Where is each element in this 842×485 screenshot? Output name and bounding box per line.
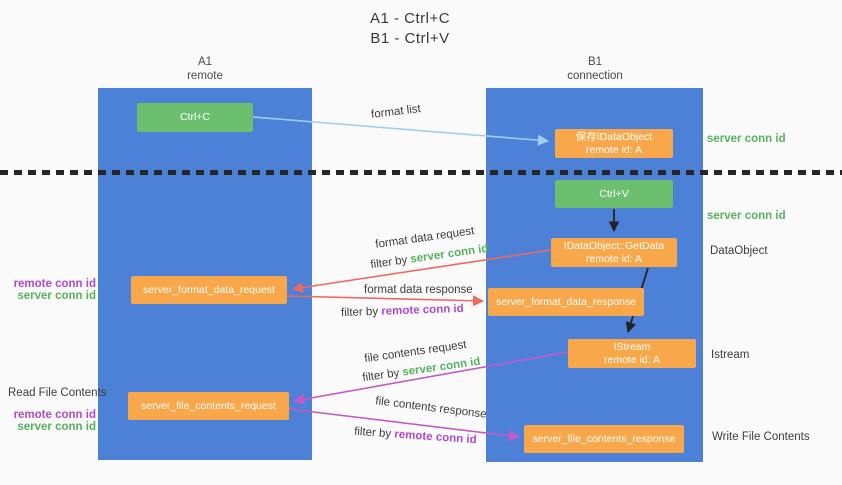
node-ctrl-c: Ctrl+C: [137, 103, 253, 132]
label-filter-by-remote-conn-id-file: filter by remote conn id: [354, 426, 477, 447]
filter-by-text: filter by: [369, 254, 409, 272]
diagram-title: A1 - Ctrl+C B1 - Ctrl+V: [330, 9, 490, 49]
node-idataobject-getdata: IDataObject::GetData remote id: A: [551, 238, 677, 267]
annotation-server-conn-id-top: server conn id: [707, 133, 786, 145]
annotation-read-file-contents: Read File Contents: [8, 387, 107, 399]
istream-line1: IStream: [613, 340, 651, 353]
file-response-label: server_file_contents_response: [532, 432, 676, 445]
lane-a1-subtitle: remote: [187, 70, 223, 82]
server-conn-id-text: server conn id: [409, 242, 490, 266]
remote-conn-id-text: remote conn id: [381, 302, 464, 318]
filter-by-text: filter by: [353, 425, 392, 441]
title-line-1: A1 - Ctrl+C: [369, 10, 451, 27]
filter-by-text: filter by: [361, 367, 401, 385]
remote-conn-id-label: remote conn id: [13, 278, 96, 290]
node-ctrl-v: Ctrl+V: [555, 180, 673, 208]
node-server-file-contents-request: server_file_contents_request: [128, 392, 289, 420]
node-server-format-data-request: server_format_data_request: [131, 276, 287, 304]
node-save-idataobject: 保存IDataObject remote id: A: [555, 129, 673, 158]
remote-conn-id-text: remote conn id: [393, 428, 477, 447]
label-format-list: format list: [370, 103, 422, 121]
file-request-label: server_file_contents_request: [141, 399, 276, 412]
getdata-line2: remote id: A: [585, 252, 643, 265]
lane-header-b1: B1 connection: [535, 55, 655, 83]
server-conn-id-text: server conn id: [401, 355, 482, 379]
getdata-line1: IDataObject::GetData: [563, 239, 665, 252]
label-format-data-response: format data response: [364, 284, 473, 296]
lane-b1-subtitle: connection: [567, 70, 623, 82]
save-idataobject-line1: 保存IDataObject: [575, 130, 653, 143]
ctrl-v-label: Ctrl+V: [599, 187, 629, 200]
annotation-conn-ids-file: remote conn id server conn id: [10, 409, 96, 433]
node-istream: IStream remote id: A: [568, 339, 696, 368]
annotation-istream: Istream: [711, 349, 750, 361]
node-server-file-contents-response: server_file_contents_response: [524, 425, 684, 453]
ctrl-c-label: Ctrl+C: [179, 111, 211, 123]
annotation-dataobject: DataObject: [710, 245, 768, 257]
server-conn-id-label: server conn id: [17, 421, 96, 433]
lane-a1-name: A1: [197, 56, 213, 68]
save-idataobject-line2: remote id: A: [585, 143, 643, 156]
server-conn-id-label: server conn id: [17, 290, 96, 302]
node-server-format-data-response: server_format_data_response: [488, 288, 644, 316]
label-file-contents-response: file contents response: [374, 395, 488, 421]
annotation-conn-ids-format: remote conn id server conn id: [10, 278, 96, 302]
format-request-label: server_format_data_request: [143, 283, 275, 296]
annotation-write-file-contents: Write File Contents: [712, 431, 810, 443]
copy-paste-divider-line: [0, 170, 842, 175]
format-response-label: server_format_data_response: [495, 295, 637, 308]
arrow-format-data-response: [286, 295, 485, 307]
annotation-server-conn-id-mid: server conn id: [707, 210, 786, 222]
label-filter-by-remote-conn-id-format: filter by remote conn id: [341, 303, 464, 319]
istream-line2: remote id: A: [603, 353, 661, 366]
lane-header-a1: A1 remote: [145, 55, 265, 83]
filter-by-text: filter by: [340, 305, 379, 320]
lane-b1-name: B1: [587, 56, 603, 68]
remote-conn-id-label: remote conn id: [13, 409, 96, 421]
title-line-2: B1 - Ctrl+V: [370, 30, 450, 47]
